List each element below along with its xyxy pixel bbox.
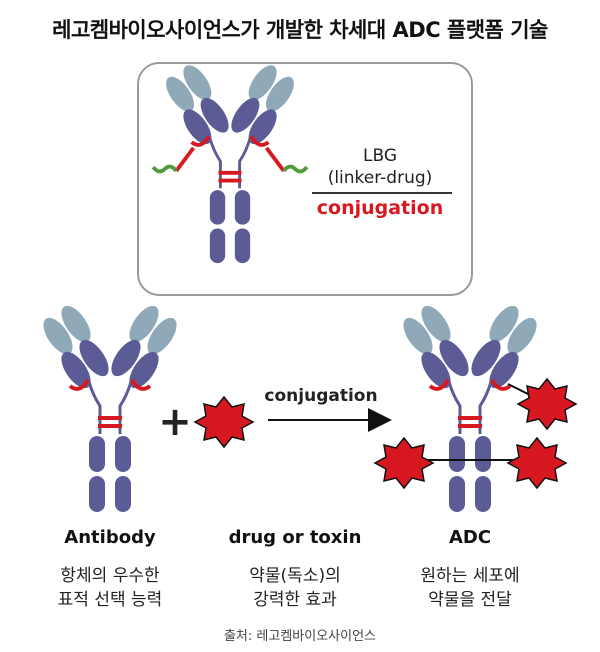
adc-desc: 원하는 세포에 약물을 전달 (390, 564, 550, 612)
lbg-label-line1: LBG (362, 146, 397, 166)
antibody-with-lbg-icon (151, 65, 309, 264)
antibody-desc-line2: 표적 선택 능력 (57, 590, 163, 610)
drug-desc-line1: 약물(독소)의 (249, 566, 341, 586)
adc-desc-line1: 원하는 세포에 (420, 566, 520, 586)
drug-star-icon (193, 395, 255, 449)
drug-desc: 약물(독소)의 강력한 효과 (215, 564, 375, 612)
adc-desc-line2: 약물을 전달 (428, 590, 512, 610)
drug-name: drug or toxin (228, 527, 362, 548)
drug-desc-line2: 강력한 효과 (253, 590, 337, 610)
adc-name: ADC (448, 527, 492, 548)
antibody-desc: 항체의 우수한 표적 선택 능력 (30, 564, 190, 612)
adc-drug-star-upper-icon (516, 377, 578, 431)
lbg-divider (312, 192, 452, 194)
arrow-conjugation-label: conjugation (264, 386, 378, 406)
page-title: 레고켐바이오사이언스가 개발한 차세대 ADC 플랫폼 기술 (52, 18, 548, 42)
antibody-icon (43, 305, 177, 512)
adc-drug-star-left-icon (373, 436, 435, 490)
lbg-label: LBG (linker-drug) (300, 145, 460, 189)
panel-conjugation-label: conjugation (316, 197, 444, 219)
adc-drug-star-right-icon (506, 436, 568, 490)
lbg-label-line2: (linker-drug) (327, 168, 433, 188)
antibody-desc-line1: 항체의 우수한 (60, 566, 160, 586)
source-caption: 출처: 레고켐바이오사이언스 (223, 629, 377, 644)
adc-icon (403, 305, 537, 512)
antibody-name: Antibody (64, 527, 156, 548)
plus-sign: + (158, 399, 192, 445)
